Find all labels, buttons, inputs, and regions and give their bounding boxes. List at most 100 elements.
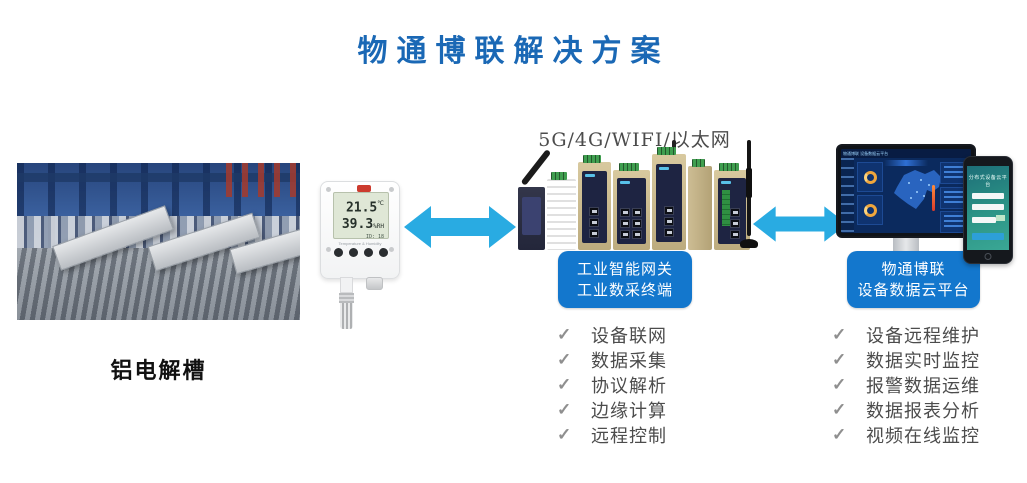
phone-input-field <box>972 193 1004 199</box>
dashboard-sidebar <box>841 158 854 233</box>
double-arrow-icon <box>753 206 847 242</box>
gateway-device <box>714 163 750 250</box>
antenna-stub-icon <box>672 140 677 152</box>
sensor-buttons <box>334 248 388 257</box>
terminal-block <box>582 155 602 163</box>
sensor-subtitle: Temperature & Humidity <box>338 241 382 246</box>
terminal-block <box>657 147 676 155</box>
check-icon: ✓ <box>832 349 847 369</box>
phone-home-button <box>984 253 992 260</box>
check-icon: ✓ <box>832 374 847 394</box>
gateway-front-panel <box>718 178 746 244</box>
check-icon: ✓ <box>557 374 572 394</box>
sensor-button-icon <box>379 248 388 257</box>
check-icon: ✓ <box>557 349 572 369</box>
check-icon: ✓ <box>832 399 847 419</box>
phone-login-button <box>972 233 1004 240</box>
monitor-screen: 物通博联 设备数据云平台 <box>836 144 976 238</box>
sensor-body: 21.5℃ 39.3%RH ID: 18 Temperature & Humid… <box>320 181 400 279</box>
sensor-probe-band <box>339 293 354 303</box>
list-item: ✓协议解析 <box>557 374 667 397</box>
check-icon: ✓ <box>557 324 572 344</box>
dashboard-thermometer-bar <box>932 185 935 211</box>
sensor-button-icon <box>334 248 343 257</box>
page-title: 物通博联解决方案 <box>357 34 670 69</box>
list-item: ✓远程控制 <box>557 424 667 447</box>
sensor-probe-collar <box>340 277 353 293</box>
terminal-block <box>719 163 740 171</box>
gateway-device <box>518 187 545 250</box>
io-terminal-strip <box>722 190 731 227</box>
check-icon: ✓ <box>557 399 572 419</box>
gauge-ring-icon <box>864 171 877 184</box>
ethernet-ports <box>730 207 741 239</box>
gateway-logo <box>584 173 595 177</box>
external-antenna-icon <box>740 140 758 248</box>
gateway-feature-list: ✓设备联网 ✓数据采集 ✓协议解析 ✓边缘计算 ✓远程控制 <box>557 322 667 447</box>
gateway-logo <box>721 181 732 184</box>
gateway-cluster <box>516 140 760 256</box>
cloud-platform-monitor: 物通博联 设备数据云平台 <box>836 144 976 258</box>
sensor-cable-gland <box>366 277 383 290</box>
dashboard-gauge-panel <box>857 195 883 225</box>
list-item: ✓数据采集 <box>557 349 667 372</box>
check-icon: ✓ <box>832 324 847 344</box>
screw-icon <box>389 187 394 192</box>
list-item: ✓设备联网 <box>557 324 667 347</box>
gateway-badge-line2: 工业数采终端 <box>576 281 673 299</box>
phone-captcha-box <box>996 215 1005 221</box>
gateway-device <box>652 140 686 250</box>
network-label: 5G/4G/WIFI/以太网 <box>538 129 731 151</box>
cloud-feature-list: ✓设备远程维护 ✓数据实时监控 ✓报警数据运维 ✓数据报表分析 ✓视频在线监控 <box>832 322 980 447</box>
sensor-id-label: ID: 18 <box>365 234 384 241</box>
dashboard-topbar: 物通博联 设备数据云平台 <box>841 149 971 158</box>
list-item: ✓数据报表分析 <box>832 399 980 422</box>
screw-icon <box>389 247 394 252</box>
dashboard-gauge-panel <box>857 162 883 192</box>
gateway-device <box>578 155 611 250</box>
terminal-block <box>551 172 568 180</box>
gateway-badge: 工业智能网关 工业数采终端 <box>558 251 692 308</box>
gateway-device <box>613 163 650 250</box>
terminal-block <box>618 163 639 171</box>
dashboard-banner <box>884 160 928 166</box>
gateway-device <box>688 159 712 250</box>
ethernet-ports <box>589 206 600 238</box>
photo-beam <box>17 173 300 182</box>
mobile-app-phone: 分布式设备云平台 <box>963 156 1013 264</box>
sensor-humidity-value: 39.3 <box>341 217 374 233</box>
photo-crane <box>226 163 296 197</box>
sensor-red-button <box>357 185 371 192</box>
gateway-badge-line1: 工业智能网关 <box>576 260 673 278</box>
gateway-front-panel <box>522 197 541 235</box>
ethernet-ports <box>620 207 643 239</box>
check-icon: ✓ <box>557 424 572 444</box>
sensor-humidity-unit: %RH <box>373 223 384 231</box>
dashboard: 物通博联 设备数据云平台 <box>841 149 971 233</box>
cloud-badge-line2: 设备数据云平台 <box>857 281 970 299</box>
cloud-badge: 物通博联 设备数据云平台 <box>847 251 980 308</box>
check-icon: ✓ <box>832 424 847 444</box>
list-item: ✓边缘计算 <box>557 399 667 422</box>
sensor-temp-value: 21.5 <box>345 200 378 216</box>
screw-icon <box>326 187 331 192</box>
phone-app-title: 分布式设备云平台 <box>968 175 1008 188</box>
phone-input-field <box>972 217 996 223</box>
gateway-logo <box>659 166 670 170</box>
list-item: ✓数据实时监控 <box>832 349 980 372</box>
temperature-humidity-sensor: 21.5℃ 39.3%RH ID: 18 Temperature & Humid… <box>318 173 404 331</box>
screw-icon <box>326 247 331 252</box>
list-item: ✓视频在线监控 <box>832 424 980 447</box>
ethernet-ports <box>663 206 674 238</box>
list-item: ✓设备远程维护 <box>832 324 980 347</box>
gauge-ring-icon <box>864 204 877 217</box>
china-map <box>894 170 941 209</box>
aluminum-electrolysis-photo <box>17 163 300 320</box>
gateway-logo <box>620 181 631 184</box>
sensor-button-icon <box>349 248 358 257</box>
sensor-temp-unit: ℃ <box>377 200 384 207</box>
monitor-stand <box>893 238 919 252</box>
sensor-probe <box>340 303 353 329</box>
cloud-badge-line1: 物通博联 <box>881 260 946 278</box>
